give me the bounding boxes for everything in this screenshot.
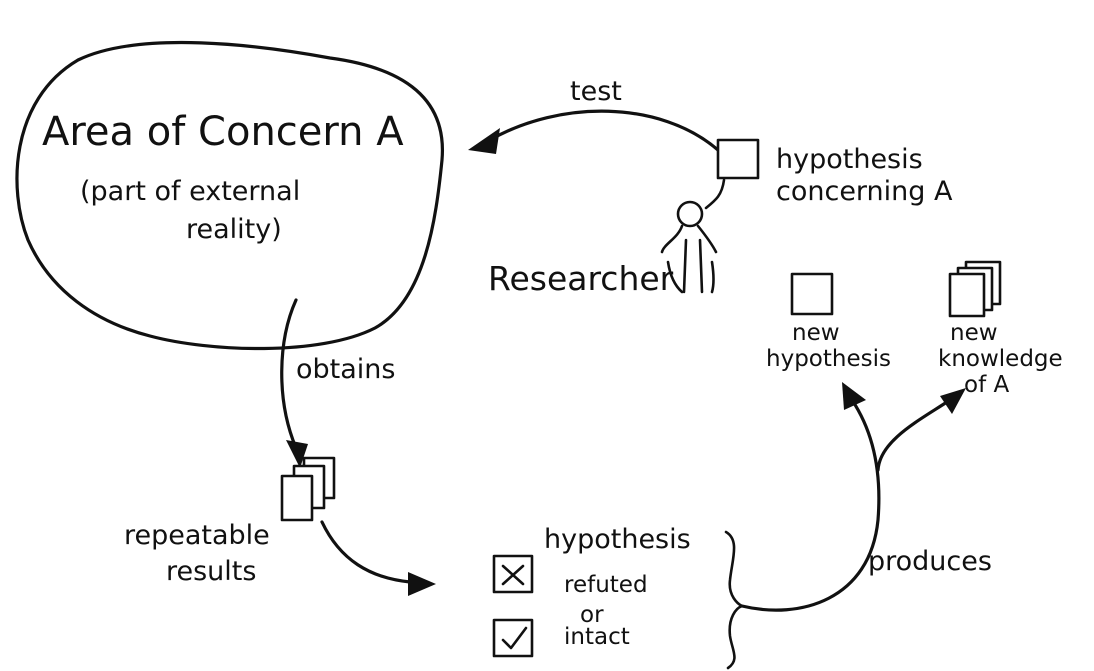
- produces-arrows: produces: [740, 382, 992, 612]
- obtains-arrow: obtains: [280, 298, 395, 468]
- new-knowledge-line2: knowledge: [938, 346, 1063, 372]
- hypothesis-outcome: hypothesis refuted or intact: [492, 524, 744, 670]
- new-knowledge-line1: new: [950, 320, 998, 346]
- area-of-concern: Area of Concern A (part of external real…: [15, 40, 444, 351]
- new-knowledge: new knowledge of A: [938, 260, 1063, 398]
- area-title: Area of Concern A: [42, 109, 404, 155]
- produces-label: produces: [868, 546, 992, 577]
- new-hypothesis: new hypothesis: [766, 272, 891, 372]
- obtains-label: obtains: [296, 354, 395, 385]
- new-hypothesis-line1: new: [792, 320, 840, 346]
- outcome-refuted: refuted: [564, 572, 648, 598]
- outcome-or: or: [580, 602, 604, 628]
- test-label: test: [570, 76, 622, 107]
- new-hypothesis-box-icon: [790, 272, 834, 316]
- outcome-intact: intact: [564, 624, 630, 650]
- documents-stack-icon: [280, 456, 336, 522]
- hypothesis-concerning-line1: hypothesis: [776, 144, 923, 175]
- area-of-concern-blob: [15, 40, 444, 351]
- new-hypothesis-line2: hypothesis: [766, 346, 891, 372]
- outcome-title: hypothesis: [544, 524, 691, 555]
- intact-checkbox-icon: [492, 618, 534, 658]
- area-subtitle-line1: (part of external: [80, 176, 300, 207]
- researcher-label: Researcher: [488, 259, 674, 298]
- hypothesis-box-icon: [716, 138, 760, 180]
- researcher: Researcher: [488, 178, 726, 298]
- outcome-brace: [724, 530, 744, 670]
- repeatable-results-line1: repeatable: [124, 520, 270, 551]
- results-arrow: [320, 520, 436, 596]
- new-knowledge-line3: of A: [964, 372, 1009, 398]
- researcher-figure-icon: [660, 178, 726, 294]
- hypothesis-concerning-a: hypothesis concerning A: [716, 138, 953, 207]
- repeatable-results: repeatable results: [124, 456, 336, 587]
- area-subtitle-line2: reality): [186, 214, 282, 245]
- knowledge-stack-icon: [948, 260, 1002, 318]
- refuted-checkbox-icon: [492, 554, 534, 594]
- repeatable-results-line2: results: [166, 556, 256, 587]
- test-arrow: test: [468, 76, 720, 154]
- hypothesis-concerning-line2: concerning A: [776, 176, 953, 207]
